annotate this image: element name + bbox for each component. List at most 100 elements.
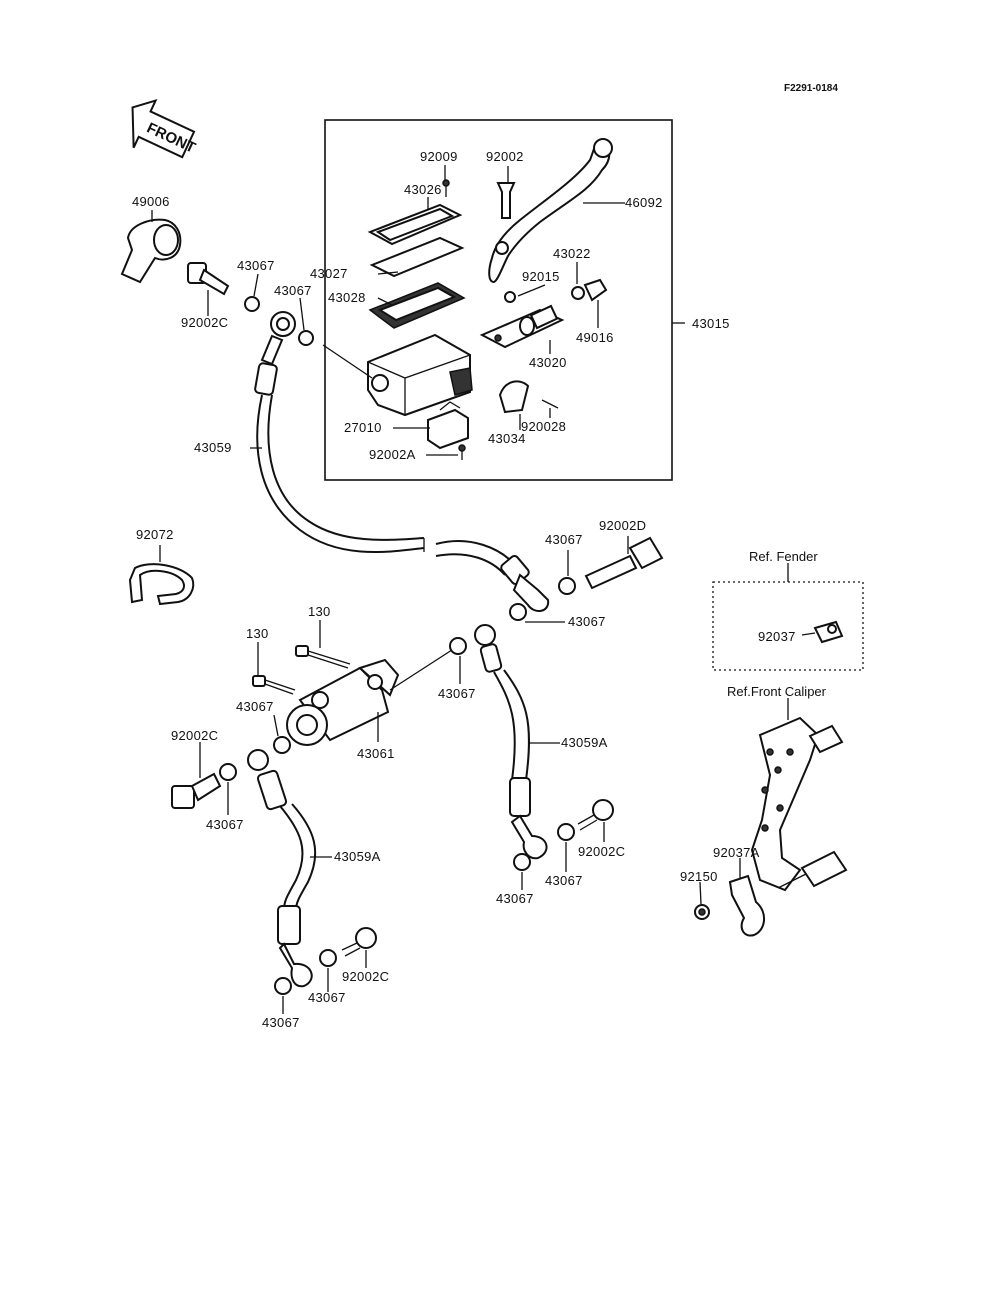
leader-joint-washer [389, 647, 456, 691]
brake-hose-43059 [256, 394, 425, 554]
caliper-bracket [750, 716, 848, 892]
body-mount [449, 367, 473, 396]
lever-tip [593, 138, 613, 158]
brake-hose-43059-edge [267, 394, 425, 541]
screw-92002 [496, 182, 516, 219]
brake-lever-part [488, 138, 611, 284]
diaphragm-inner [377, 286, 457, 322]
brake-hose-43059A-lower-edge [291, 803, 317, 911]
label-49016: 49016 [576, 330, 614, 345]
master-cylinder-body-part [367, 333, 471, 417]
banjo-bolt-left [171, 772, 222, 809]
label-43028: 43028 [328, 290, 366, 305]
label-43067-c: 43067 [545, 532, 583, 547]
label-43067-j: 43067 [308, 990, 346, 1005]
banjo-fitting-top-hole [276, 317, 290, 331]
label-92037A: 92037A [713, 845, 760, 860]
label-43067-h: 43067 [545, 873, 583, 888]
washer-43067-e [449, 637, 467, 655]
label-43067-f: 43067 [236, 699, 274, 714]
screw-92002A [458, 444, 466, 460]
leader-43027 [377, 271, 399, 275]
leader-92037 [801, 632, 816, 636]
washer-right-b [513, 853, 531, 871]
leader-92150 [699, 881, 702, 905]
label-43059: 43059 [194, 440, 232, 455]
label-43067-d: 43067 [568, 614, 606, 629]
label-43067-g: 43067 [206, 817, 244, 832]
three-way-joint-43061 [286, 658, 400, 746]
front-arrow: FRONT [131, 98, 198, 159]
label-43022: 43022 [553, 246, 591, 261]
bolt-130-a [295, 645, 351, 669]
brake-hose-43059A-lower [279, 805, 304, 911]
clamp-bolt [541, 399, 559, 409]
label-92002C-b: 92002C [171, 728, 218, 743]
label-43067-e: 43067 [438, 686, 476, 701]
hose-fitting-top [260, 334, 284, 366]
gasket-part [369, 236, 465, 278]
bracket-92037A [728, 874, 765, 937]
piston-ring [519, 316, 535, 336]
banjo-lower-top [247, 749, 269, 771]
label-43067-i: 43067 [496, 891, 534, 906]
label-920028: 920028 [521, 419, 566, 434]
label-92002C-d: 92002C [342, 969, 389, 984]
label-43067-b: 43067 [274, 283, 312, 298]
leader-banjo-body [322, 344, 373, 379]
label-43061: 43061 [357, 746, 395, 761]
banjo-bolt-lower [341, 927, 377, 957]
label-92009: 92009 [420, 149, 458, 164]
bolt-130-b [252, 675, 296, 695]
banjo-right-top [474, 624, 496, 646]
leader-43067-top-b [299, 297, 305, 331]
figure-code: F2291-0184 [784, 83, 838, 94]
label-43059A-b: 43059A [334, 849, 381, 864]
label-43059A-a: 43059A [561, 735, 608, 750]
leader-43028 [377, 297, 393, 306]
label-130-b: 130 [246, 626, 269, 641]
piston-bolt [494, 334, 502, 342]
leader-43067-f [273, 714, 279, 737]
label-92002D: 92002D [599, 518, 646, 533]
label-92150: 92150 [680, 869, 718, 884]
banjo-right-bottom [510, 814, 548, 860]
master-cylinder-assembly-box [324, 119, 673, 481]
ring-43022 [571, 286, 585, 300]
boot-49016 [583, 278, 608, 302]
label-ref-front-caliper: Ref.Front Caliper [727, 684, 827, 699]
ref-fender-box [712, 581, 864, 671]
screw-92009 [442, 179, 450, 197]
label-43015: 43015 [692, 316, 730, 331]
label-43027: 43027 [310, 266, 348, 281]
banjo-junction [512, 573, 550, 612]
label-92002A: 92002A [369, 447, 416, 462]
clamp-part [498, 380, 530, 414]
label-43067-a: 43067 [237, 258, 275, 273]
leader-43067-top-a [253, 273, 259, 297]
banjo-lower-bottom [278, 942, 313, 988]
clip-92037 [813, 620, 844, 644]
washer-right-a [557, 823, 575, 841]
label-43026: 43026 [404, 182, 442, 197]
switch-tab [439, 401, 461, 411]
brake-hose-43059-cont [435, 540, 516, 566]
switch-part [427, 408, 469, 450]
washer-left-g [219, 763, 237, 781]
body-port [371, 374, 389, 392]
washer-top-b [298, 330, 314, 346]
hose-clamp-92072 [128, 563, 195, 606]
label-92002C-c: 92002C [578, 844, 625, 859]
label-92072: 92072 [136, 527, 174, 542]
brake-hose-43059A-right [493, 671, 516, 781]
washer-lower-k [274, 977, 292, 995]
label-27010: 27010 [344, 420, 382, 435]
label-43034: 43034 [488, 431, 526, 446]
label-43020: 43020 [529, 355, 567, 370]
label-43067-k: 43067 [262, 1015, 300, 1030]
label-92015: 92015 [522, 269, 560, 284]
washer-92002D [558, 577, 576, 595]
washer-92015 [504, 291, 516, 303]
